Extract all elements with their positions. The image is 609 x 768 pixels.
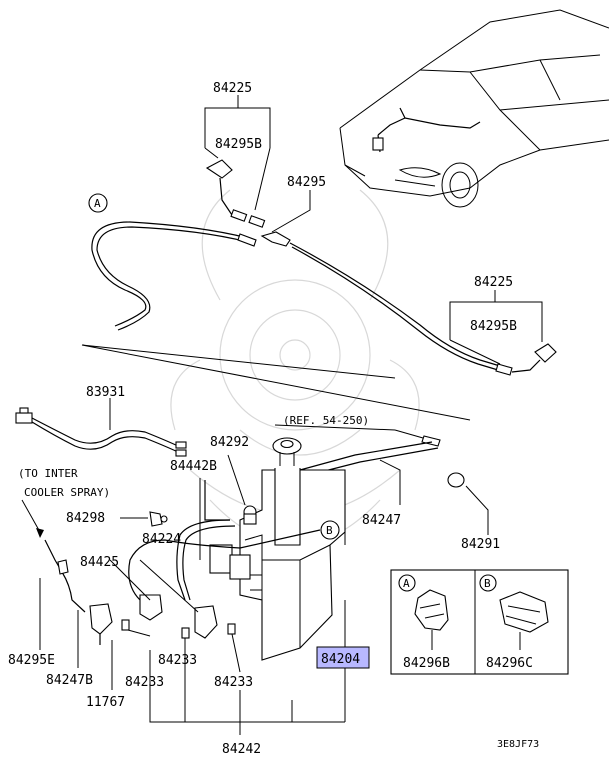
callout-a-detail-letter: A (403, 577, 410, 590)
washer-pump-84425 (109, 559, 163, 621)
label-83931: 83931 (86, 385, 125, 400)
grommet-84233-c (227, 623, 236, 635)
label-ref-54-250: (REF. 54-250) (283, 414, 369, 427)
callout-a-top-letter: A (94, 197, 101, 210)
label-84296b: 84296B (403, 656, 450, 671)
label-84425: 84425 (80, 555, 119, 570)
label-inter-cooler-1: (TO INTER (18, 467, 78, 480)
car-location-illustration (339, 9, 609, 208)
diagram-code: 3E8JF73 (497, 739, 539, 750)
label-84247: 84247 (362, 513, 401, 528)
label-84233-c: 84233 (214, 675, 253, 690)
plug-84291 (447, 472, 465, 488)
label-84291: 84291 (461, 537, 500, 552)
detail-box-clips (390, 569, 569, 675)
washer-nozzle-84225-top (205, 159, 266, 228)
label-84442b: 84442B (170, 459, 217, 474)
label-84204: 84204 (321, 652, 360, 667)
label-84233-b: 84233 (125, 675, 164, 690)
highlight-84204 (316, 646, 370, 669)
label-84225-right: 84225 (474, 275, 513, 290)
washer-pump-84224 (139, 559, 218, 639)
label-84295b-top: 84295B (215, 137, 262, 152)
callout-b-tank-letter: B (326, 524, 333, 537)
callout-b-tank (320, 520, 340, 540)
callout-a-top (88, 193, 108, 213)
hose-route-a (91, 221, 257, 331)
label-84247b: 84247B (46, 673, 93, 688)
harness-83931 (15, 407, 187, 457)
label-84292: 84292 (210, 435, 249, 450)
callout-b-detail-letter: B (484, 577, 491, 590)
label-84242: 84242 (222, 742, 261, 757)
label-84233-a: 84233 (158, 653, 197, 668)
label-84225-top: 84225 (213, 81, 252, 96)
label-inter-cooler-2: COOLER SPRAY) (24, 486, 110, 499)
washer-tank-84204 (209, 437, 346, 661)
grommet-84233-b (181, 627, 190, 639)
label-84224: 84224 (142, 532, 181, 547)
label-84295b-right: 84295B (470, 319, 517, 334)
washer-pump-11767 (89, 603, 113, 645)
hose-route-main (260, 231, 513, 376)
label-84298: 84298 (66, 511, 105, 526)
label-84295: 84295 (287, 175, 326, 190)
label-84296c: 84296C (486, 656, 533, 671)
label-84295e: 84295E (8, 653, 55, 668)
label-11767: 11767 (86, 695, 125, 710)
washer-nozzle-84225-right (511, 343, 557, 373)
grommet-84233-a (121, 619, 130, 631)
